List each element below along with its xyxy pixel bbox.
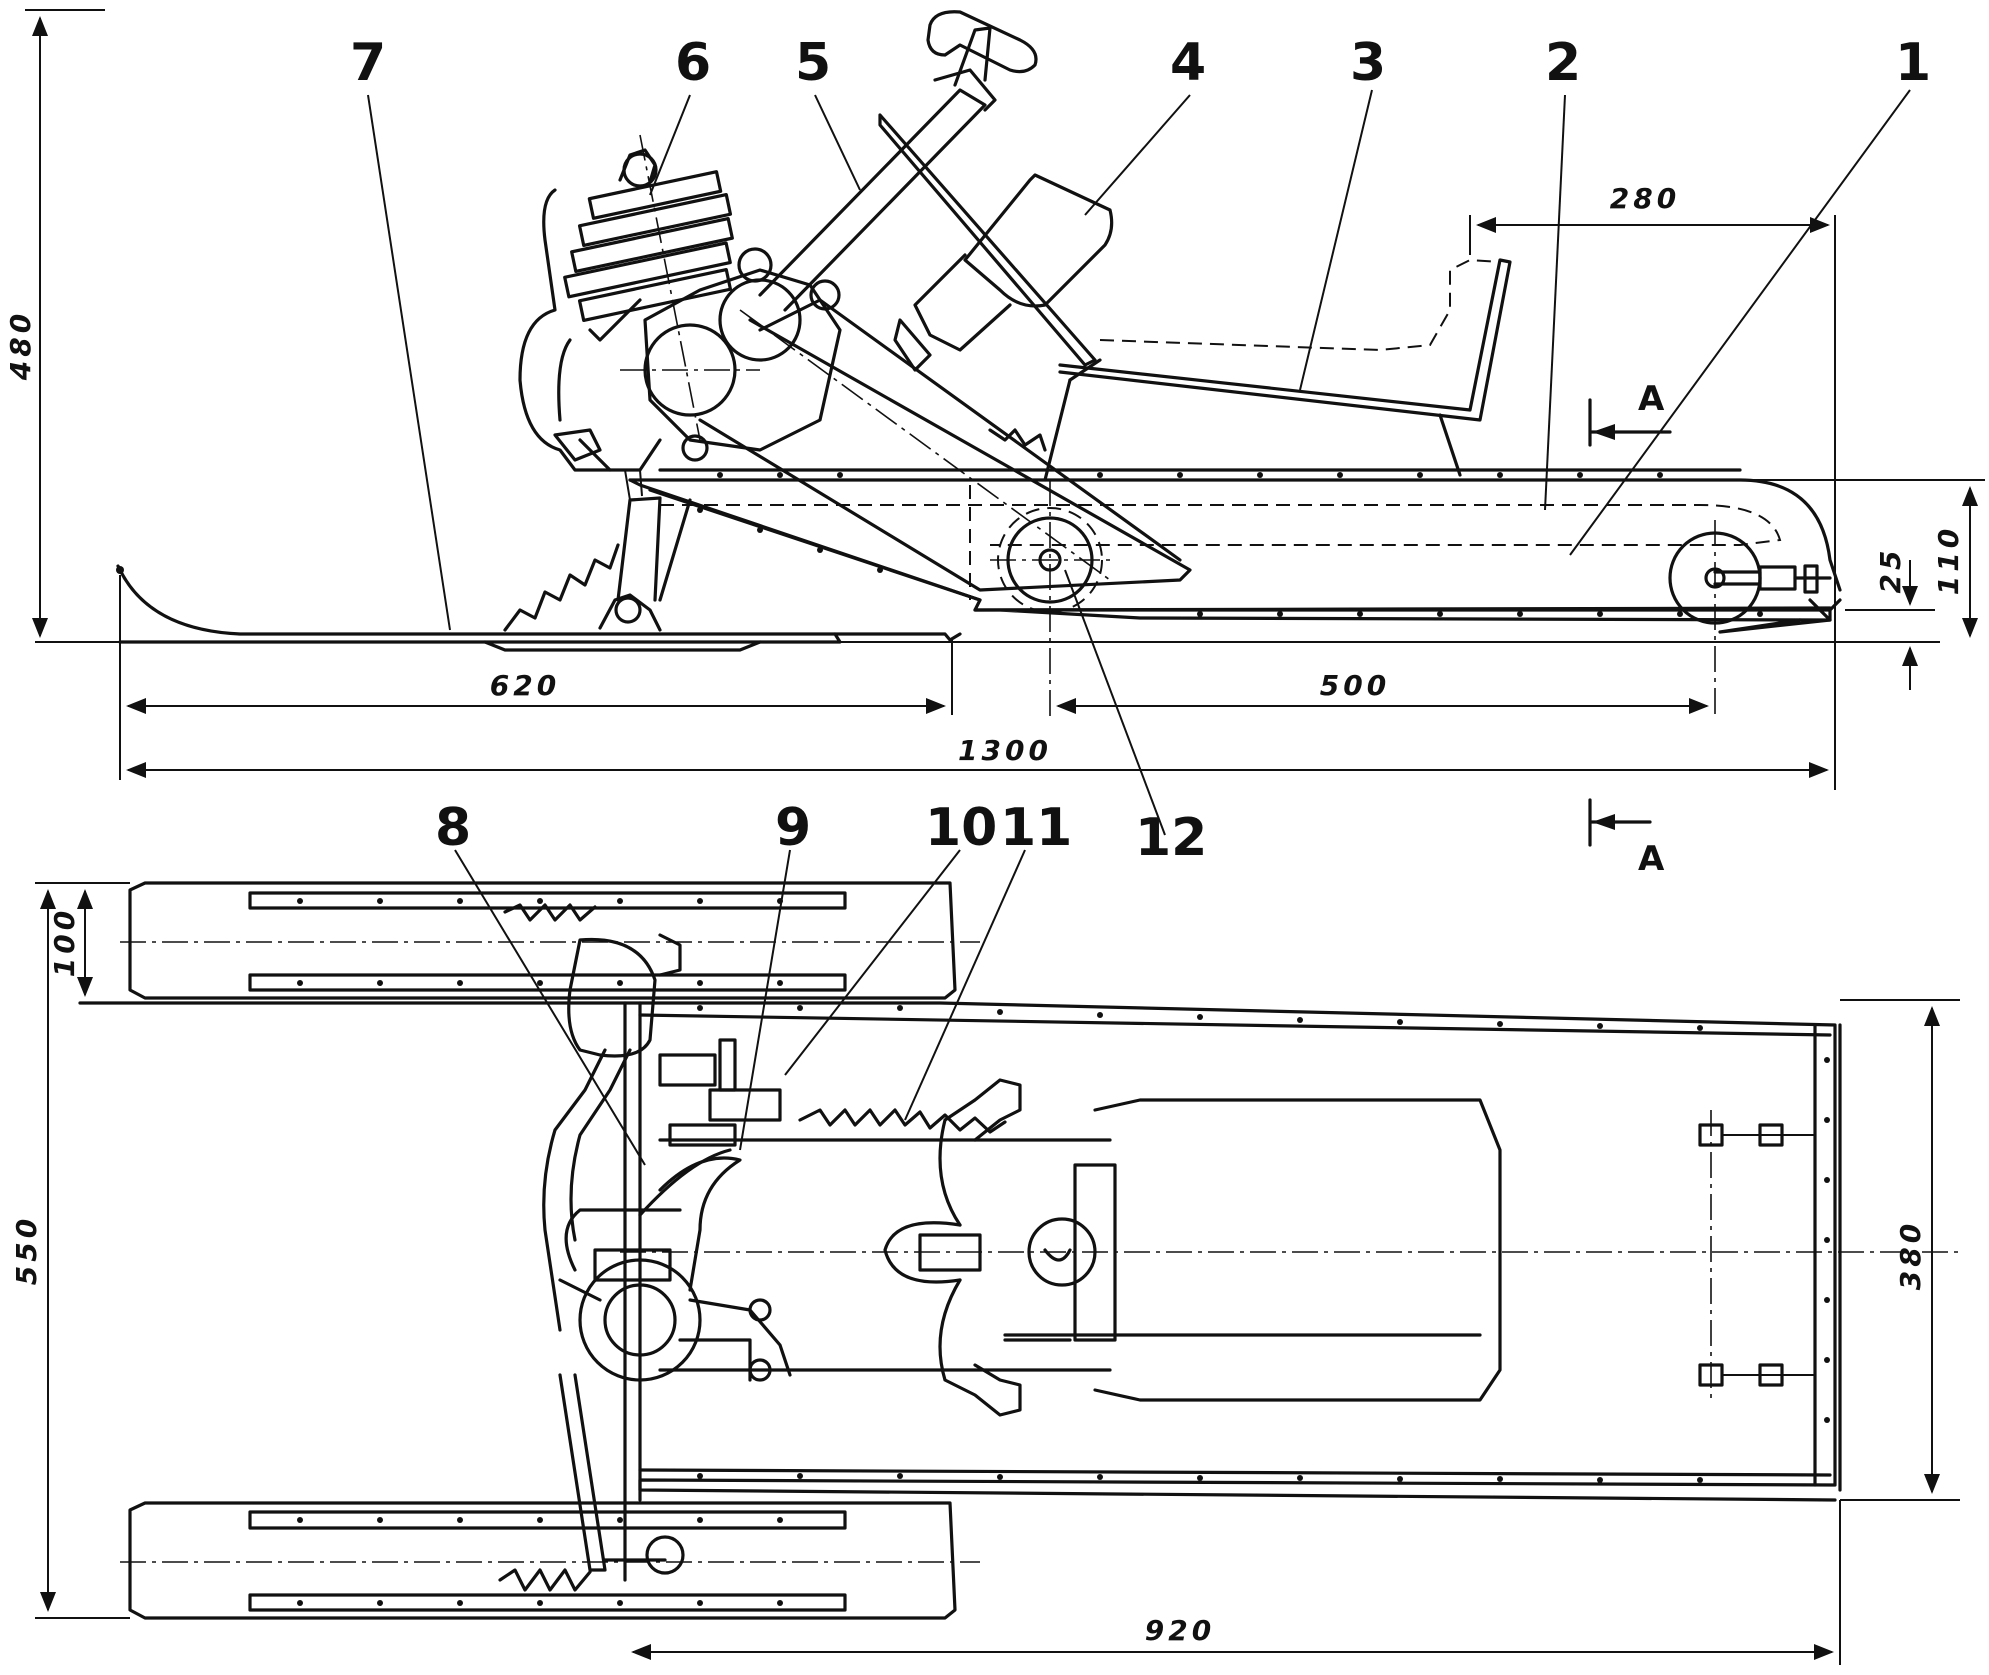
ski-suspension	[503, 469, 692, 632]
drive-sprocket	[990, 480, 1110, 720]
dim-overall-width	[35, 889, 130, 1619]
rear-idler	[1668, 520, 1832, 720]
front-ski	[116, 564, 962, 652]
steering-column	[758, 10, 1097, 367]
dim-frame-length	[631, 1500, 1841, 1665]
section-label-bottom: A	[1638, 839, 1665, 879]
dim-500-label: 500	[1320, 669, 1390, 702]
top-handlebar	[883, 1078, 1022, 1417]
dim-clearance	[1845, 560, 1935, 690]
top-linkage	[498, 903, 1007, 1592]
callout-2: 2	[1545, 33, 1581, 93]
dim-920-label: 920	[1145, 1614, 1215, 1647]
left-ski	[120, 881, 980, 1000]
callout-10: 10	[925, 798, 997, 858]
section-label-top: A	[1638, 379, 1665, 419]
section-mark-a	[1588, 398, 1672, 847]
callout-11: 11	[1000, 798, 1072, 858]
top-view: 8 9 10 11 100 550 380 920	[10, 798, 1960, 1665]
callout-7: 7	[350, 33, 386, 93]
dim-height	[25, 9, 105, 638]
dim-380-label: 380	[1894, 1220, 1927, 1290]
dim-550-label: 550	[10, 1215, 43, 1285]
track-frame	[628, 468, 1842, 634]
callout-3: 3	[1350, 33, 1386, 93]
dim-seat	[1469, 215, 1836, 790]
seat	[988, 258, 1512, 482]
dim-ski	[119, 575, 953, 780]
dim-280-label: 280	[1610, 182, 1680, 215]
callout-4: 4	[1170, 33, 1206, 93]
callout-5: 5	[795, 33, 831, 93]
fuel-tank	[893, 173, 1114, 372]
callout-1: 1	[1895, 33, 1931, 93]
dim-110-label: 110	[1932, 525, 1965, 595]
dim-480-label: 480	[4, 310, 37, 381]
dim-100-label: 100	[48, 907, 81, 977]
rear-bolts	[1698, 1110, 1815, 1400]
side-callout-leaders	[367, 89, 1911, 836]
callout-6: 6	[675, 33, 711, 93]
dim-620-label: 620	[490, 669, 560, 702]
right-ski	[120, 1501, 980, 1620]
top-engine	[558, 1208, 792, 1382]
top-exhaust	[542, 933, 682, 1332]
dim-track-height	[1740, 479, 1985, 638]
dim-frame-width	[1840, 999, 1960, 1501]
top-callout-leaders	[454, 849, 1026, 1166]
dim-ski-width	[35, 882, 130, 997]
dim-1300-label: 1300	[958, 734, 1052, 767]
side-view: 1 2 3 4 5 6 7 12 A A 480 280	[4, 9, 1985, 879]
callout-12: 12	[1135, 808, 1207, 868]
top-seat	[658, 1098, 1502, 1402]
dim-25-label: 25	[1874, 547, 1907, 594]
callout-8: 8	[435, 798, 471, 858]
callout-9: 9	[775, 798, 811, 858]
